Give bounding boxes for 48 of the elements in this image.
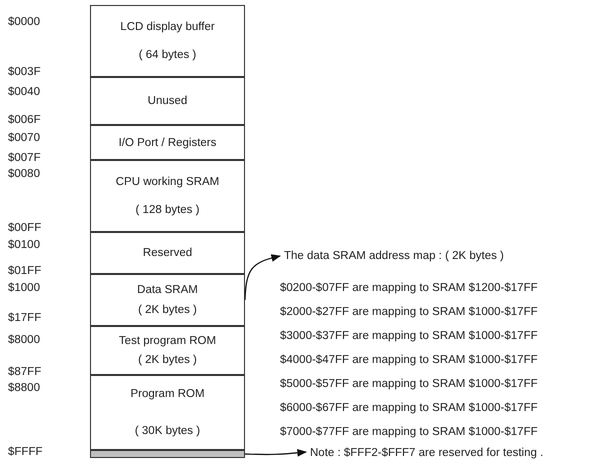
segment-size: ( 2K bytes ) bbox=[138, 354, 197, 366]
reserved-bar bbox=[90, 450, 245, 458]
segment-label: Data SRAM bbox=[137, 284, 198, 296]
address-label: $0100 bbox=[8, 239, 40, 251]
address-label: $006F bbox=[8, 114, 41, 126]
address-label: $1000 bbox=[8, 282, 40, 294]
address-label: $17FF bbox=[8, 312, 42, 324]
memory-segment bbox=[90, 125, 245, 160]
address-label: $8000 bbox=[8, 334, 40, 346]
segment-label: LCD display buffer bbox=[120, 21, 215, 34]
address-label: $0000 bbox=[8, 16, 40, 28]
segment-size: ( 128 bytes ) bbox=[136, 204, 200, 216]
address-label: $007F bbox=[8, 152, 41, 164]
segment-label: Program ROM bbox=[130, 388, 205, 400]
segment-size: ( 2K bytes ) bbox=[138, 304, 197, 316]
segment-size: ( 64 bytes ) bbox=[138, 48, 196, 61]
memory-segment bbox=[90, 375, 245, 450]
memory-segment bbox=[90, 160, 245, 232]
address-label: $0070 bbox=[8, 132, 40, 144]
address-label: $0080 bbox=[8, 168, 40, 180]
segment-label: Test program ROM bbox=[118, 334, 216, 347]
address-label: $8800 bbox=[8, 382, 40, 394]
segment-label: Unused bbox=[148, 95, 188, 107]
note-line: Note : $FFF2-$FFF7 are reserved for testing . bbox=[310, 447, 544, 459]
note-line: $2000-$27FF are mapping to SRAM $1000-$17FF bbox=[280, 306, 538, 318]
address-label: $87FF bbox=[8, 366, 42, 378]
note-line: $3000-$37FF are mapping to SRAM $1000-$17FF bbox=[280, 330, 538, 342]
note-line: $7000-$77FF are mapping to SRAM $1000-$17FF bbox=[280, 426, 538, 438]
note-line: $6000-$67FF are mapping to SRAM $1000-$17FF bbox=[280, 402, 538, 414]
note-line: $4000-$47FF are mapping to SRAM $1000-$17FF bbox=[280, 354, 538, 366]
address-label: $003F bbox=[8, 66, 41, 78]
address-label: $00FF bbox=[8, 222, 42, 234]
arrow bbox=[244, 449, 307, 457]
note-line: $0200-$07FF are mapping to SRAM $1200-$17FF bbox=[280, 282, 538, 294]
address-label: $FFFF bbox=[8, 446, 42, 458]
note-heading: The data SRAM address map : ( 2K bytes ) bbox=[284, 250, 504, 262]
address-label: $0040 bbox=[8, 86, 40, 98]
memory-segment bbox=[90, 326, 245, 375]
memory-segment bbox=[90, 274, 245, 326]
memory-segment bbox=[90, 77, 245, 125]
segment-label: Reserved bbox=[142, 247, 192, 259]
segment-label: CPU working SRAM bbox=[116, 176, 220, 188]
memory-segment bbox=[90, 232, 245, 274]
address-label: $01FF bbox=[8, 265, 42, 277]
segment-size: ( 30K bytes ) bbox=[134, 424, 200, 437]
note-line: $5000-$57FF are mapping to SRAM $1000-$17FF bbox=[280, 378, 538, 390]
memory-segment bbox=[90, 5, 245, 77]
segment-label: I/O Port / Registers bbox=[118, 136, 216, 148]
